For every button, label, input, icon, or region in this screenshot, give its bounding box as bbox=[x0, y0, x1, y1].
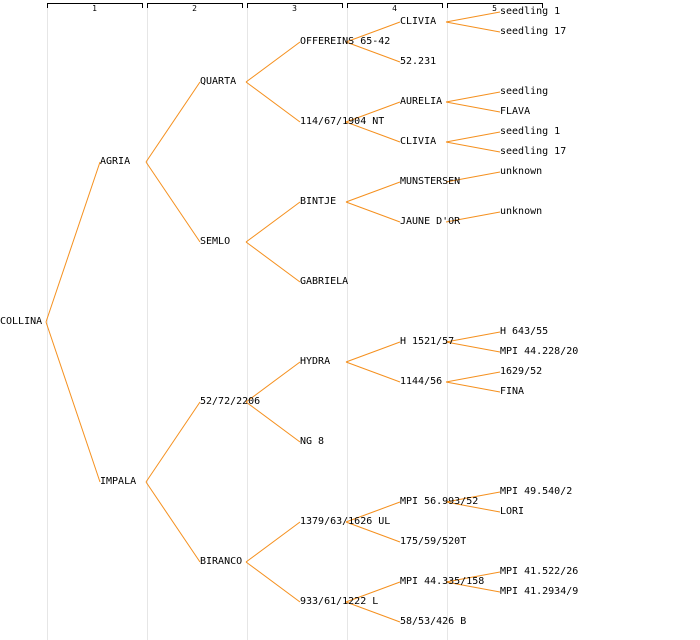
pedigree-edge bbox=[145, 481, 201, 563]
pedigree-edge bbox=[445, 131, 501, 143]
pedigree-node: LORI bbox=[500, 506, 525, 517]
pedigree-edge bbox=[245, 81, 301, 123]
pedigree-node: MPI 41.2934/9 bbox=[500, 586, 579, 597]
generation-header-bracket-5 bbox=[447, 3, 543, 8]
pedigree-node: H 643/55 bbox=[500, 326, 549, 337]
generation-header-bracket-1 bbox=[47, 3, 143, 8]
pedigree-node: QUARTA bbox=[200, 76, 237, 87]
pedigree-edge bbox=[245, 241, 301, 283]
pedigree-edge bbox=[345, 601, 401, 623]
pedigree-edge bbox=[445, 491, 501, 503]
pedigree-edge bbox=[445, 171, 501, 183]
pedigree-node: BIRANCO bbox=[200, 556, 243, 567]
pedigree-node: seedling 1 bbox=[500, 126, 561, 137]
pedigree-node: AGRIA bbox=[100, 156, 131, 167]
pedigree-node: SEMLO bbox=[200, 236, 231, 247]
pedigree-edge bbox=[245, 521, 301, 563]
pedigree-node: HYDRA bbox=[300, 356, 331, 367]
pedigree-node: 1144/56 bbox=[400, 376, 443, 387]
pedigree-node: 933/61/1222 L bbox=[300, 596, 379, 607]
generation-header-bracket-2 bbox=[147, 3, 243, 8]
pedigree-edge bbox=[145, 161, 201, 243]
pedigree-node: AURELIA bbox=[400, 96, 443, 107]
pedigree-edge bbox=[445, 381, 501, 393]
pedigree-node: seedling 17 bbox=[500, 146, 567, 157]
pedigree-node: 1629/52 bbox=[500, 366, 543, 377]
pedigree-edge bbox=[445, 141, 501, 153]
pedigree-edge bbox=[345, 361, 401, 383]
pedigree-node: MUNSTERSEN bbox=[400, 176, 461, 187]
pedigree-node: seedling bbox=[500, 86, 549, 97]
pedigree-node: JAUNE D'OR bbox=[400, 216, 461, 227]
pedigree-edge bbox=[445, 341, 501, 353]
generation-header-bracket-4 bbox=[347, 3, 443, 8]
pedigree-edge bbox=[345, 501, 401, 523]
pedigree-edge bbox=[145, 81, 201, 163]
pedigree-node: MPI 44.335/158 bbox=[400, 576, 485, 587]
pedigree-edge bbox=[445, 331, 501, 343]
pedigree-node: 1379/63/1626 UL bbox=[300, 516, 391, 527]
pedigree-node: BINTJE bbox=[300, 196, 337, 207]
pedigree-node: OFFEREINS 65-42 bbox=[300, 36, 391, 47]
pedigree-node: CLIVIA bbox=[400, 136, 437, 147]
generation-number-2: 2 bbox=[192, 4, 197, 13]
pedigree-edge bbox=[345, 21, 401, 43]
pedigree-edge bbox=[445, 211, 501, 223]
pedigree-node: MPI 49.540/2 bbox=[500, 486, 573, 497]
pedigree-edge bbox=[445, 371, 501, 383]
pedigree-node: unknown bbox=[500, 206, 543, 217]
pedigree-edge bbox=[345, 581, 401, 603]
pedigree-edge bbox=[345, 341, 401, 363]
generation-number-4: 4 bbox=[392, 4, 397, 13]
pedigree-node: seedling 1 bbox=[500, 6, 561, 17]
pedigree-node: MPI 44.228/20 bbox=[500, 346, 579, 357]
pedigree-edge bbox=[45, 161, 101, 323]
pedigree-node: 114/67/1904 NT bbox=[300, 116, 385, 127]
pedigree-edge bbox=[345, 121, 401, 143]
pedigree-node: FINA bbox=[500, 386, 525, 397]
pedigree-edge bbox=[45, 321, 101, 483]
pedigree-edge bbox=[245, 201, 301, 243]
generation-header-bracket-3 bbox=[247, 3, 343, 8]
pedigree-edge bbox=[445, 501, 501, 513]
pedigree-node: MPI 41.522/26 bbox=[500, 566, 579, 577]
pedigree-edge bbox=[445, 571, 501, 583]
pedigree-node: COLLINA bbox=[0, 316, 43, 327]
pedigree-node: H 1521/57 bbox=[400, 336, 455, 347]
pedigree-edge bbox=[445, 21, 501, 33]
pedigree-node: CLIVIA bbox=[400, 16, 437, 27]
pedigree-edge bbox=[145, 401, 201, 483]
generation-number-3: 3 bbox=[292, 4, 297, 13]
pedigree-edge bbox=[345, 181, 401, 203]
pedigree-node: IMPALA bbox=[100, 476, 137, 487]
pedigree-edge bbox=[445, 581, 501, 593]
pedigree-node: 52.231 bbox=[400, 56, 437, 67]
pedigree-edge bbox=[245, 401, 301, 443]
pedigree-edge bbox=[345, 101, 401, 123]
pedigree-node: seedling 17 bbox=[500, 26, 567, 37]
generation-number-1: 1 bbox=[92, 4, 97, 13]
generation-number-5: 5 bbox=[492, 4, 497, 13]
pedigree-node: unknown bbox=[500, 166, 543, 177]
pedigree-edge bbox=[445, 101, 501, 113]
pedigree-node: FLAVA bbox=[500, 106, 531, 117]
pedigree-node: NG 8 bbox=[300, 436, 325, 447]
pedigree-edge bbox=[445, 91, 501, 103]
pedigree-edge bbox=[345, 201, 401, 223]
pedigree-node: 52/72/2206 bbox=[200, 396, 261, 407]
pedigree-edge bbox=[345, 521, 401, 543]
pedigree-node: 58/53/426 B bbox=[400, 616, 467, 627]
pedigree-edge bbox=[345, 41, 401, 63]
pedigree-edge bbox=[445, 11, 501, 23]
pedigree-edge bbox=[245, 361, 301, 403]
pedigree-edge bbox=[245, 41, 301, 83]
pedigree-node: GABRIELA bbox=[300, 276, 349, 287]
pedigree-edge bbox=[245, 561, 301, 603]
pedigree-node: MPI 56.993/52 bbox=[400, 496, 479, 507]
pedigree-node: 175/59/520T bbox=[400, 536, 467, 547]
